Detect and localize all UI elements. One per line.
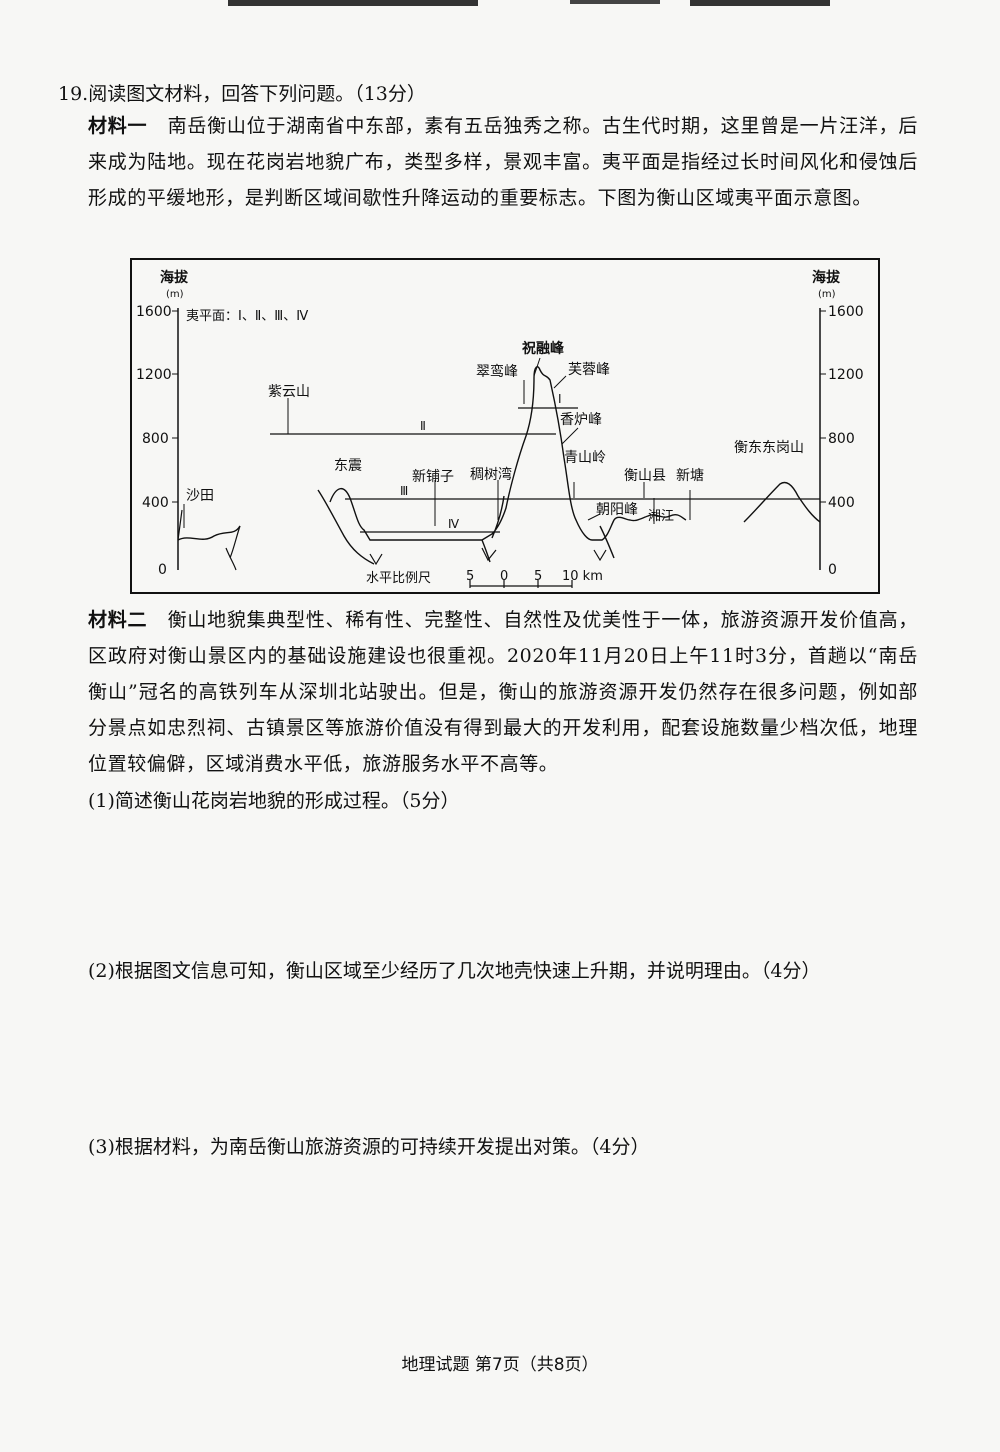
surface-I-label: Ⅰ (558, 392, 562, 406)
scale-tick-0: 0 (500, 569, 508, 584)
right-tick-400: 400 (828, 495, 855, 511)
plateau-surfaces (270, 407, 820, 533)
left-tick-1200: 1200 (136, 367, 172, 383)
surface-IV-label: Ⅳ (448, 517, 459, 531)
figure-frame (130, 258, 880, 594)
left-axis-ticks: 1600 1200 800 400 0 (136, 304, 178, 578)
question-prompt: 阅读图文材料，回答下列问题。（13分） (88, 83, 426, 105)
label-hengdongdonggangshan: 衡东东岗山 (734, 440, 804, 456)
question-header: 19.阅读图文材料，回答下列问题。（13分） (58, 78, 426, 110)
label-xianglufeng: 香炉峰 (560, 412, 602, 428)
left-tick-800: 800 (142, 431, 169, 447)
scale-tick-5-right: 5 (534, 569, 542, 584)
label-hengshanxian: 衡山县 (624, 468, 666, 484)
scale-bar (469, 580, 573, 588)
place-pointers (183, 357, 691, 528)
material-two-text: 衡山地貌集典型性、稀有性、完整性、自然性及优美性于一体，旅游资源开发价值高，区政… (88, 609, 918, 775)
plateau-surface-profile-figure: 海拔 (m) 1600 1200 800 400 0 海拔 (m) 1600 1… (130, 258, 880, 594)
surface-legend: 夷平面：Ⅰ、Ⅱ、Ⅲ、Ⅳ (186, 308, 308, 324)
material-one: 材料一 南岳衡山位于湖南省中东部，素有五岳独秀之称。古生代时期，这里曾是一片汪洋… (88, 108, 918, 216)
label-xintang: 新塘 (676, 468, 704, 484)
sub-question-2: (2)根据图文信息可知，衡山区域至少经历了几次地壳快速上升期，并说明理由。（4分… (88, 960, 821, 982)
label-xiangjiang: 湘江 (648, 509, 674, 524)
material-two-label: 材料二 (88, 609, 148, 631)
label-choushuwan: 稠树湾 (470, 466, 512, 483)
left-axis-title: 海拔 (160, 269, 189, 286)
page-footer: 地理试题 第7页（共8页） (401, 1355, 599, 1375)
material-two: 材料二 衡山地貌集典型性、稀有性、完整性、自然性及优美性于一体，旅游资源开发价值… (88, 602, 918, 782)
surface-II-label: Ⅱ (420, 419, 426, 433)
label-ziyunshan: 紫云山 (268, 384, 310, 400)
sub-question-1: (1)简述衡山花岗岩地貌的形成过程。（5分） (88, 790, 460, 812)
right-tick-1600: 1600 (828, 304, 864, 320)
label-dongzhen: 东震 (334, 458, 362, 474)
right-axis-unit: (m) (818, 289, 836, 300)
label-zhurongfeng: 祝融峰 (522, 340, 565, 357)
left-axis-unit: (m) (166, 289, 184, 300)
terrain-profile (177, 366, 821, 565)
label-qingshanling: 青山岭 (564, 450, 606, 466)
scale-label: 水平比例尺 (366, 571, 431, 586)
label-furongfeng: 芙蓉峰 (568, 361, 610, 378)
valley-marks (369, 547, 607, 566)
label-cuiluanfeng: 翠鸾峰 (476, 363, 518, 380)
sub-question-3: (3)根据材料，为南岳衡山旅游资源的可持续开发提出对策。（4分） (88, 1136, 650, 1158)
scale-tick-5-left: 5 (466, 569, 474, 584)
left-tick-0: 0 (158, 562, 167, 578)
right-tick-0: 0 (828, 562, 837, 578)
left-tick-1600: 1600 (136, 304, 172, 320)
right-axis-ticks: 1600 1200 800 400 0 (820, 304, 864, 578)
label-shatian: 沙田 (186, 488, 214, 504)
left-tick-400: 400 (142, 495, 169, 511)
label-xinpuzi: 新铺子 (412, 469, 454, 485)
right-axis-title: 海拔 (812, 269, 841, 286)
surface-III-label: Ⅲ (400, 484, 408, 498)
question-number: 19. (58, 83, 89, 105)
shatian-slope (177, 509, 241, 571)
material-one-label: 材料一 (88, 115, 148, 137)
scan-edge-marks (228, 0, 830, 6)
label-zhaoyangfeng: 朝阳峰 (596, 502, 638, 518)
right-tick-1200: 1200 (828, 367, 864, 383)
right-tick-800: 800 (828, 431, 855, 447)
material-one-text: 南岳衡山位于湖南省中东部，素有五岳独秀之称。古生代时期，这里曾是一片汪洋，后来成… (88, 115, 918, 209)
scale-tick-10km: 10 km (562, 569, 603, 584)
